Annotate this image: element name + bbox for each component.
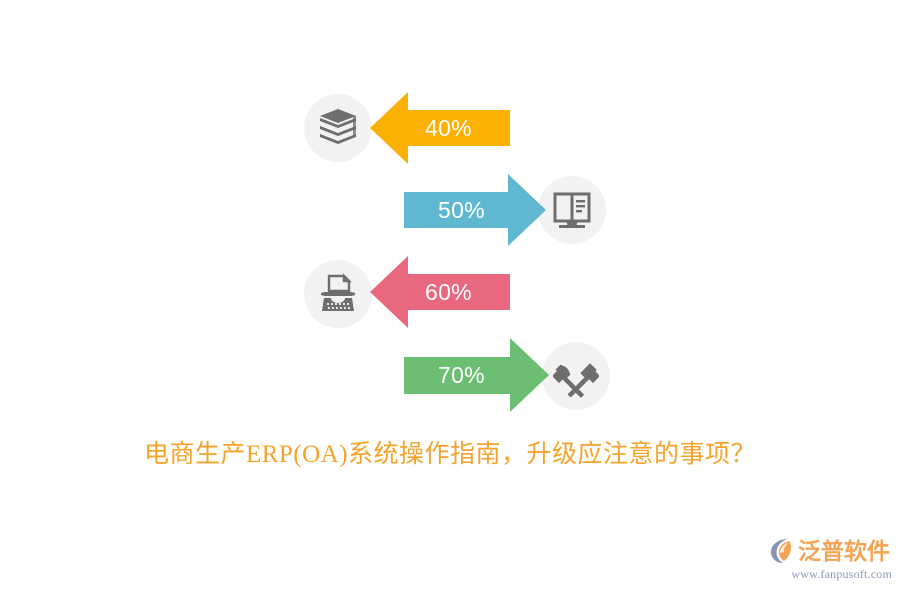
arrow-label-3: 60%: [425, 278, 472, 305]
arrow-row-1-left: 40%: [370, 92, 510, 164]
arrow-row-3-left: 60%: [370, 256, 510, 328]
logo-brand-text: 泛普软件: [798, 538, 890, 564]
arrow-shape-70: [404, 338, 549, 412]
brand-logo[interactable]: 泛普软件 www.fanpusoft.com: [768, 536, 892, 586]
icon-badge-open-book: [538, 176, 606, 244]
icon-badge-typewriter: [304, 260, 372, 328]
stacked-books-icon: [316, 106, 360, 150]
logo-url-text: www.fanpusoft.com: [791, 567, 892, 581]
icon-badge-hammers: [542, 342, 610, 410]
arrow-shape-40: [370, 92, 510, 164]
arrow-row-2-right: 50%: [404, 174, 546, 246]
fanpu-swirl-icon: [768, 537, 796, 565]
open-book-icon: [550, 188, 594, 232]
typewriter-icon: [316, 272, 360, 316]
arrow-label-2: 50%: [438, 196, 485, 223]
arrow-shape-60: [370, 256, 510, 328]
arrow-shape-50: [404, 174, 546, 246]
arrow-label-4: 70%: [438, 361, 485, 388]
arrow-row-4-right: 70%: [404, 338, 549, 412]
crossed-hammers-icon: [553, 353, 599, 399]
icon-badge-books: [304, 94, 372, 162]
arrow-label-1: 40%: [425, 114, 472, 141]
logo-row: 泛普软件: [768, 536, 892, 566]
page-title: 电商生产ERP(OA)系统操作指南，升级应注意的事项？: [143, 441, 757, 468]
